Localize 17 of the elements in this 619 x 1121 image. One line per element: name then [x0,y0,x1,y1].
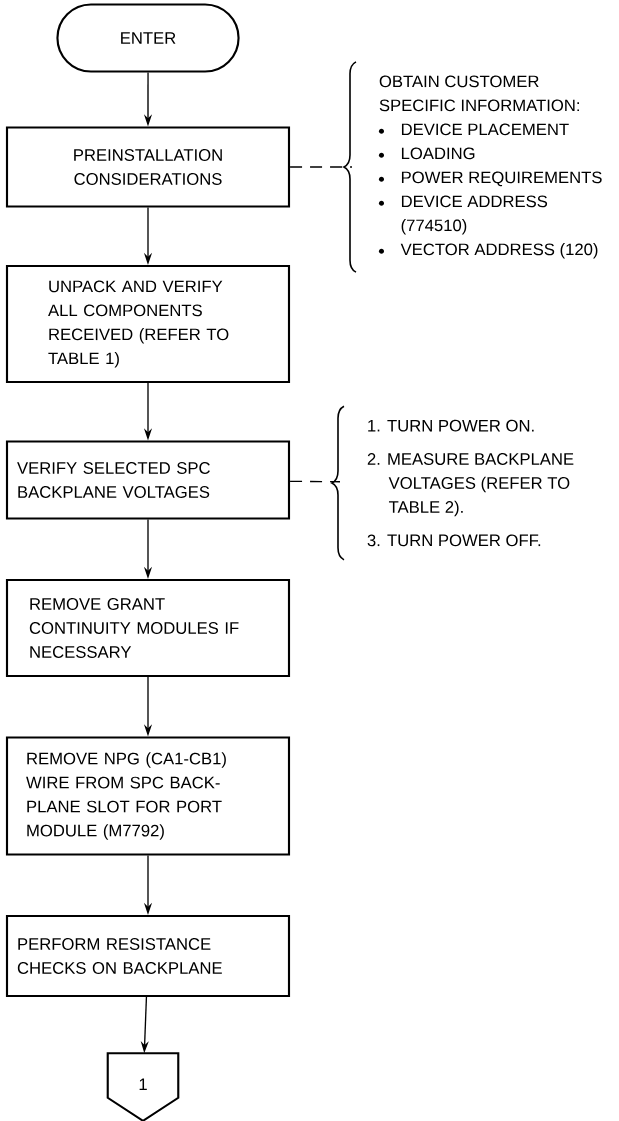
node-label: DEVICE ADDRESS (774510) [401,195,548,235]
node-label: OBTAIN CUSTOMER SPECIFIC INFORMATION: [379,75,579,112]
node-label: DEVICE PLACEMENT [401,123,569,136]
node-label: LOADING [401,147,475,160]
off-page-connector: 1 [106,1052,180,1121]
dashed-connector [289,166,353,168]
process-box: UNPACK AND VERIFY ALL COMPONENTS RECEIVED (REFER TO TABLE 1) [5,264,291,384]
process-box: PERFORM RESISTANCE CHECKS ON BACKPLANE [5,914,291,998]
dashed-connector [289,480,341,483]
process-box: REMOVE NPG (CA1-CB1) WIRE FROM SPC BACK-PLANE SLOT FOR PORT MODULE (M7792) [5,736,291,856]
process-box: REMOVE GRANT CONTINUITY MODULES IF NECESSARY [5,578,291,678]
process-box: VERIFY SELECTED SPC BACKPLANE VOLTAGES [5,440,291,520]
node-label: POWER REQUIREMENTS [401,171,602,187]
note-list: OBTAIN CUSTOMER SPECIFIC INFORMATION: DEVICE PLACEMENT LOADING POWER REQUIREMENTS DEVICE ADDRESS (774510) VECTOR ADDRESS (120) [343,61,602,273]
note-list: 1. TURN POWER ON. 2. MEASURE BACKPLANE VOLTAGES (REFER TO TABLE 2). 3. TURN POWER OFF. [331,405,574,561]
process-box: PREINSTALLATION CONSIDERATIONS [5,126,291,208]
node-label: VECTOR ADDRESS (120) [400,243,598,259]
